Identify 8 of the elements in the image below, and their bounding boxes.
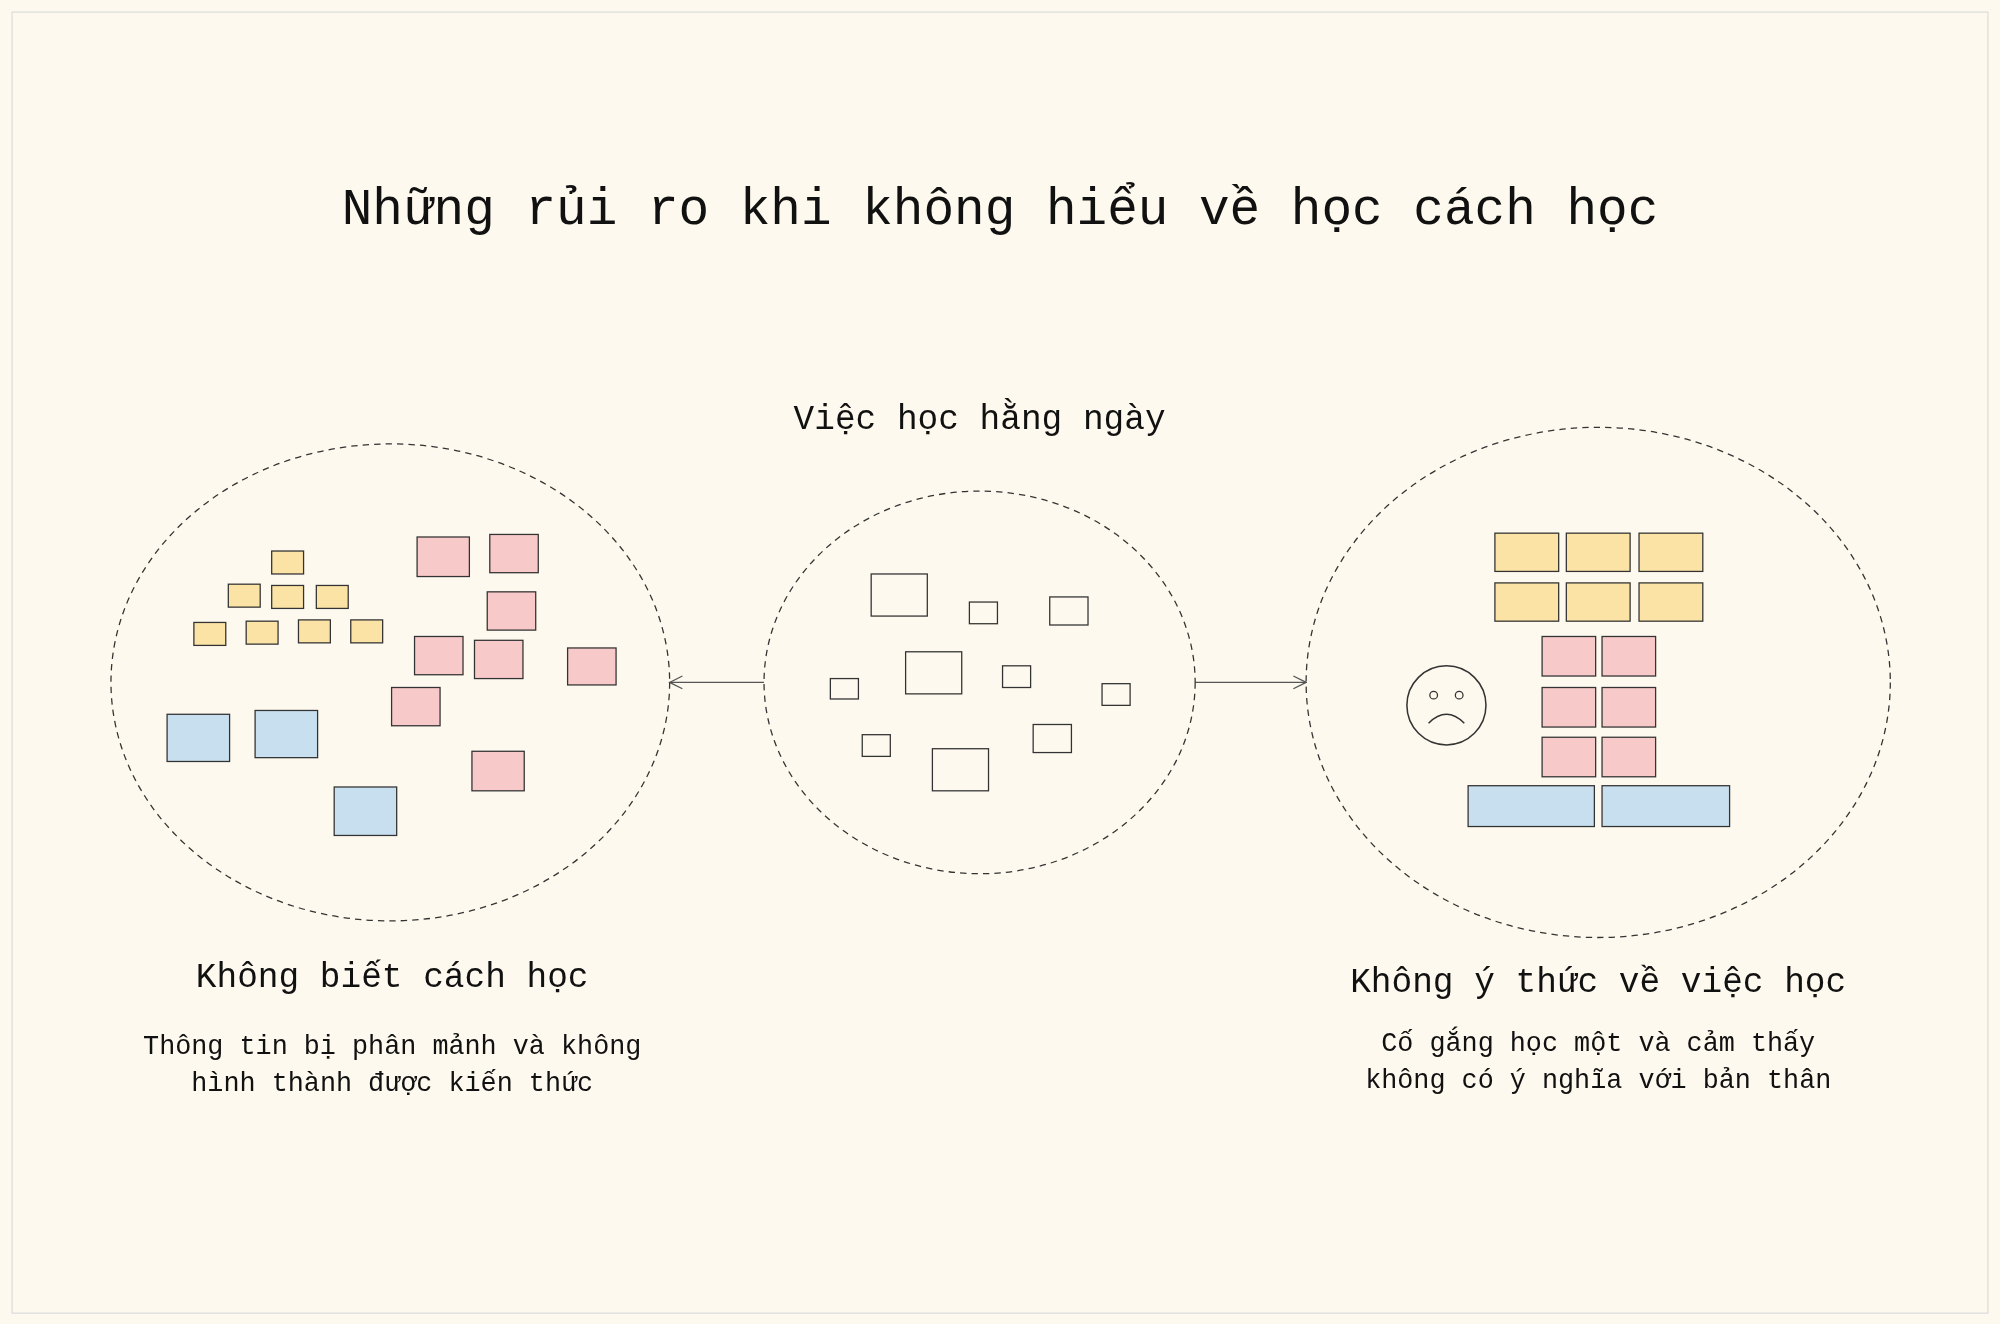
arrow [669, 675, 765, 690]
arrow [1194, 675, 1307, 690]
diagram-title: Những rủi ro khi không hiểu về học cách học [340, 182, 1660, 240]
node-description: Cố gắng học một và cảm thấy không có ý nghĩa với bản thân [1301, 1025, 1896, 1100]
node-heading: Việc học hằng ngày [792, 400, 1167, 439]
node-heading: Không biết cách học [194, 959, 590, 998]
node-description: Thông tin bị phân mảnh và không hình thành được kiến thức [142, 1030, 643, 1101]
node-heading: Không ý thức về việc học [1349, 964, 1848, 1003]
